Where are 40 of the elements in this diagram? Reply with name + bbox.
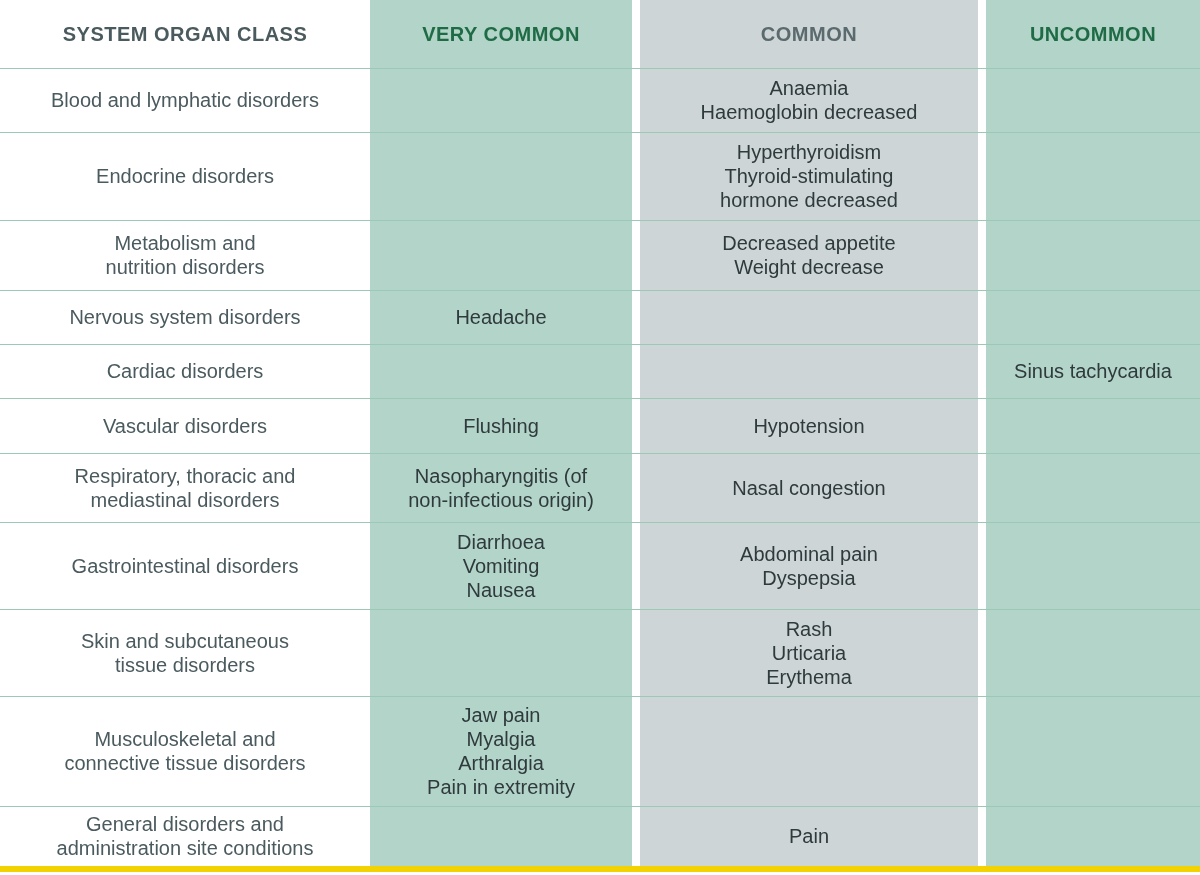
column-header: SYSTEM ORGAN CLASS: [62, 22, 308, 46]
row-header: Blood and lymphatic disorders: [51, 88, 319, 112]
cell-text: Urticaria: [771, 640, 847, 665]
cell-text: Nasal congestion: [732, 475, 886, 500]
cell-text: Arthralgia: [458, 751, 544, 775]
row-header: Nervous system disorders: [69, 305, 301, 329]
cell-text: Anaemia: [769, 76, 849, 100]
row-header: Metabolism and nutrition disorders: [104, 231, 266, 279]
row-header: Gastrointestinal disorders: [71, 553, 299, 578]
cell-text: Hyperthyroidism: [736, 140, 882, 164]
column-header: COMMON: [760, 22, 858, 46]
row-header: General disorders and administration site conditions: [55, 812, 315, 860]
cell-text: Thyroid-stimulating hormone decreased: [719, 164, 899, 212]
cell-text: Sinus tachycardia: [1014, 359, 1172, 383]
cell-text: Headache: [455, 305, 547, 329]
cell-text: Nausea: [466, 577, 536, 602]
cell-text: Rash: [785, 616, 833, 641]
cell-text: Jaw pain: [461, 703, 541, 727]
cell-text: Pain: [789, 824, 829, 848]
cell-text: Pain in extremity: [427, 775, 575, 799]
row-header: Cardiac disorders: [106, 359, 264, 383]
cell-text: Erythema: [766, 664, 852, 689]
cell-text: Flushing: [463, 413, 539, 438]
cell-text: Myalgia: [466, 727, 536, 751]
cell-text: Dyspepsia: [762, 565, 856, 590]
cell-text: Haemoglobin decreased: [700, 100, 918, 124]
row-header: Endocrine disorders: [96, 164, 274, 188]
column-header: UNCOMMON: [1029, 22, 1157, 46]
cell-text: Abdominal pain: [740, 541, 878, 566]
cell-text: Vomiting: [462, 553, 540, 578]
cell-text: Hypotension: [753, 413, 865, 438]
cell-text: Nasopharyngitis (of non-infectious origin): [407, 463, 595, 512]
row-header: Respiratory, thoracic and mediastinal disorders: [73, 463, 297, 512]
cell-text: Diarrhoea: [457, 529, 545, 554]
column-header: VERY COMMON: [422, 22, 580, 46]
row-header: Musculoskeletal and connective tissue disorders: [63, 727, 307, 775]
cell-text: Weight decrease: [734, 255, 884, 279]
cell-text: Decreased appetite: [722, 231, 896, 255]
row-header: Vascular disorders: [102, 413, 268, 438]
row-header: Skin and subcutaneous tissue disorders: [80, 628, 290, 677]
